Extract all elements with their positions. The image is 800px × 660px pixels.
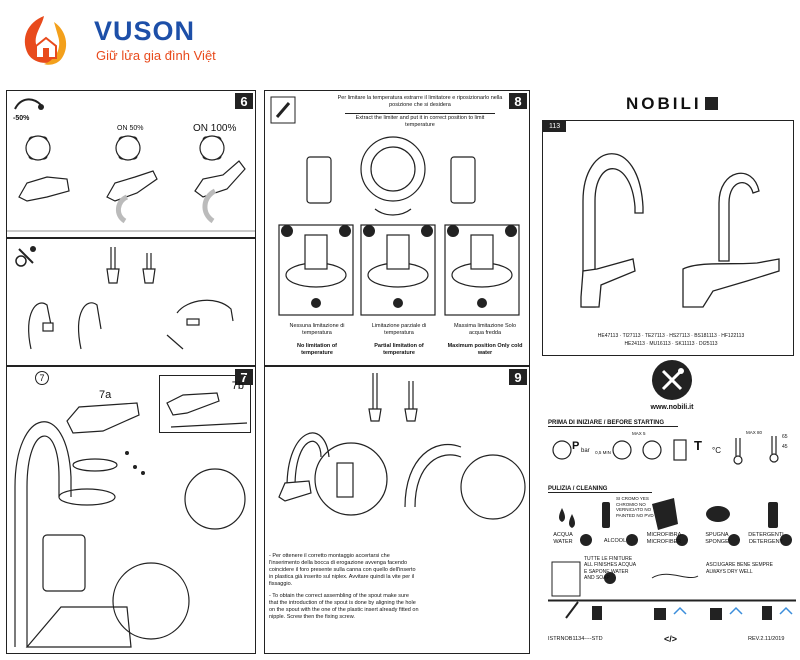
option-1-italian: Nessuna limitazione di temperatura [289, 323, 345, 336]
model-codes-1: HE47113 · TI27113 · TE27113 · HS27113 · … [597, 333, 745, 339]
pressure-min: 0,5 MIN [595, 450, 611, 455]
clean-detergent-label: DETERGENTI DETERGENT [748, 532, 784, 545]
step-7-illustration [14, 392, 248, 648]
cleaning-section: PULIZIA / CLEANING SI CROMO YES CHROMIO … [548, 486, 796, 634]
brand-logo: VUSON Giữ lửa gia đình Việt [14, 12, 216, 70]
website-link[interactable]: www.nobili.it [650, 404, 694, 411]
flame-house-icon [24, 16, 67, 65]
option-2-english: Partial limitation of temperature [374, 343, 424, 356]
step-7-panel: 7 7 7a 7b [6, 366, 256, 654]
option-3-italian: Massima limitazione Solo acqua fredda [453, 323, 517, 336]
tools-badge [652, 360, 692, 400]
step-7-circle: 7 [35, 371, 49, 385]
wrench-screwdriver-icon [661, 368, 684, 391]
faucet-illustration [580, 153, 780, 308]
step-number: 6 [235, 93, 253, 109]
sub-step-7b: 7b [231, 380, 244, 392]
temperature-max: MAX 80 [746, 430, 763, 435]
before-starting-section: PRIMA DI INIZIARE / BEFORE STARTING P ba… [548, 420, 796, 470]
temperature-t: T [694, 438, 702, 453]
tools-icon [15, 246, 36, 267]
pressure-max: MAX 5 [632, 431, 646, 436]
aerator-panel [6, 238, 256, 366]
step-9-panel: 9 - Per ottenere il corretto montaggio a… [264, 366, 530, 654]
product-panel: 113 HE47113 · TI27113 · TE27113 · HS2711… [542, 120, 794, 356]
option-3-english: Maximum position Only cold water [447, 343, 523, 356]
pressure-temperature-icons [552, 436, 779, 465]
nobili-mark [704, 97, 718, 110]
step-8-english-text: Extract the limiter and put it in correc… [345, 113, 495, 129]
option-1-english: No limitation of temperature [296, 343, 338, 356]
cartridge-illustration [7, 135, 255, 232]
pressure-bar: bar [581, 448, 590, 454]
model-badge: 113 [543, 121, 567, 132]
chrome-note: SI CROMO YES CHROMIO NO VERNICIATO NO PA… [616, 496, 654, 518]
sub-step-7a: 7a [99, 389, 112, 401]
on100-label: ON 100% [193, 123, 237, 134]
brand-slogan: Giữ lửa gia đình Việt [96, 48, 216, 63]
step-number: 7 [235, 369, 253, 385]
dry-note: ASCIUGARE BENE SEMPRE ALWAYS DRY WELL [706, 562, 773, 575]
aerator-illustration [28, 247, 234, 350]
clean-microfiber-label: MICROFIBRA MICROFIBER [646, 532, 682, 545]
before-starting-header: PRIMA DI INIZIARE / BEFORE STARTING [548, 420, 678, 427]
spout-assembly-illustration [278, 373, 526, 520]
cleaning-icons [548, 498, 796, 620]
water-saving-icon [14, 98, 44, 110]
pressure-p: P [572, 440, 580, 452]
clean-sponge-label: SPUGNA SPONGE [705, 532, 729, 545]
nobili-logo: NOBILI [626, 94, 718, 114]
cleaning-header: PULIZIA / CLEANING [548, 486, 652, 493]
brand-name: VUSON [94, 16, 196, 46]
step-number: 8 [509, 93, 527, 109]
step-9-english-text: - To obtain the correct assembling of th… [269, 593, 419, 620]
limiter-illustration [278, 136, 520, 316]
clean-water-label: ACQUA WATER [553, 532, 573, 545]
footer-revision: REV.2.11/2019 [748, 636, 785, 642]
step-6-panel: 6 -50% ON 50% ON 100% [6, 90, 256, 238]
nobili-logo-text: NOBILI [626, 94, 702, 113]
saving-label: -50% [13, 115, 30, 122]
code-icon: </> [664, 634, 678, 644]
inset-7b: 7b [159, 375, 251, 433]
temperature-65: 65 [782, 434, 788, 440]
step-number: 9 [509, 369, 527, 385]
model-codes-2: HE24113 · MU16113 · SK11113 · DI25113 [624, 341, 718, 347]
temperature-45: 45 [782, 444, 788, 450]
option-2-italian: Limitazione parziale di temperatura [371, 323, 427, 336]
step-8-italian-text: Per limitare la temperatura estrarre il … [337, 95, 503, 108]
screwdriver-icon [270, 96, 296, 124]
footer-code: ISTRNOB1134----STD [548, 636, 603, 642]
step-8-panel: 8 Per limitare la temperatura estrarre i… [264, 90, 530, 366]
finish-note: TUTTE LE FINITURE ALL FINISHES ACQUA E S… [584, 556, 636, 581]
temperature-unit: °C [712, 446, 721, 455]
clean-alcohol-label: ALCOOL [603, 538, 627, 544]
step-9-italian-text: - Per ottenere il corretto montaggio acc… [269, 553, 416, 587]
on50-label: ON 50% [117, 125, 144, 132]
